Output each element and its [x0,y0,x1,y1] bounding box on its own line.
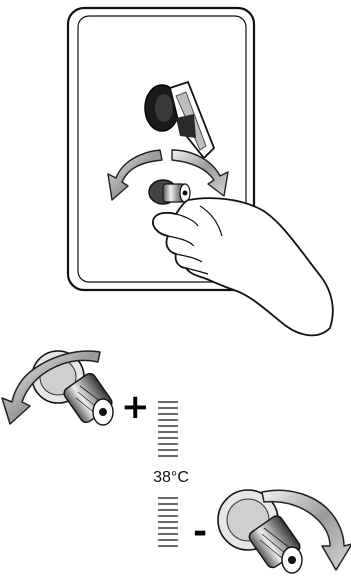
temperature-scale-upper [158,401,178,457]
temperature-knob [148,179,191,205]
lever-handle [144,80,216,160]
rotate-counterclockwise-arrow-icon [107,149,163,201]
temperature-label: 38°C [153,469,189,486]
rotate-clockwise-arrow-icon [171,149,229,197]
hand [152,197,334,337]
knob-decrease [217,489,303,574]
rotate-clockwise-arrow-icon [261,489,351,571]
increase-symbol: + [121,387,150,427]
rotate-counterclockwise-arrow-icon [1,350,101,425]
temperature-scale-lower [158,497,178,547]
decrease-symbol: - [193,512,208,552]
